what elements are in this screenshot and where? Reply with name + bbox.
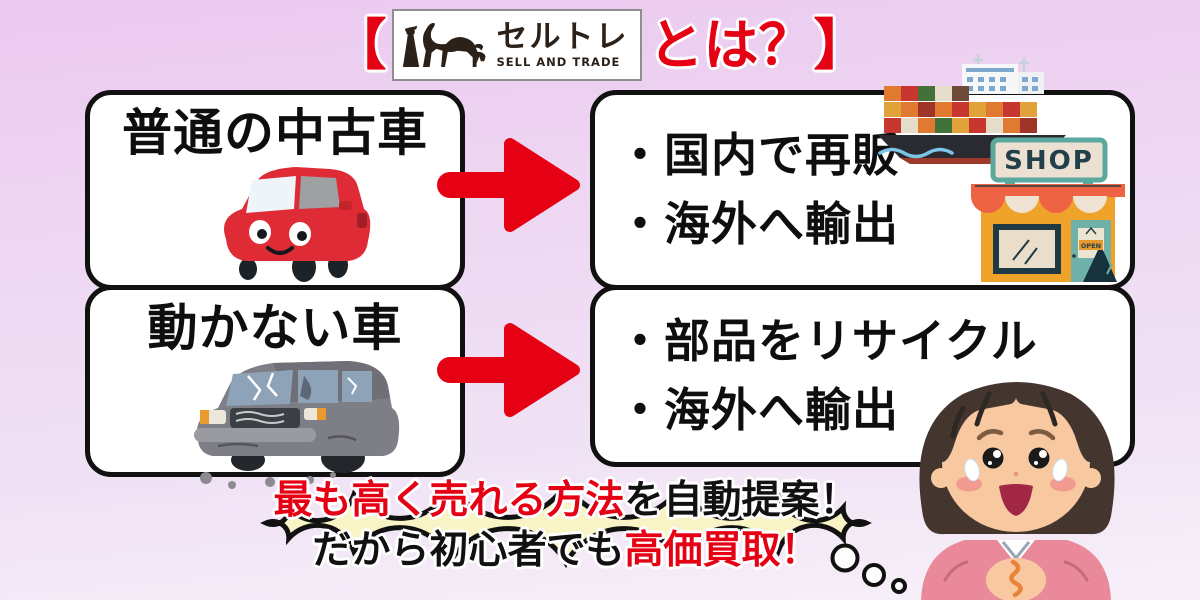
arrow-right-icon — [437, 138, 580, 232]
thought-bubble: 最も高く売れる方法を自動提案！ だから初心者でも高価買取！ — [222, 443, 910, 600]
bubble-text-line2: だから初心者でも高価買取！ — [222, 531, 910, 570]
logo-wordmark: セルトレ SELL AND TRADE — [496, 18, 629, 69]
broken-car-illustration — [194, 361, 400, 489]
title-suffix: とは？】 — [648, 17, 868, 73]
bubble-highlight: 最も高く売れる方法 — [273, 478, 625, 523]
bullet-item: ・海外へ輸出 — [617, 197, 899, 251]
shop-illustration: SHOP OPEN — [971, 137, 1125, 282]
shop-sign-text: SHOP — [1004, 146, 1094, 176]
happy-crying-woman-illustration — [919, 382, 1115, 600]
logo-subtitle: SELL AND TRADE — [496, 54, 621, 69]
title-suffix-text: とは？ — [648, 12, 814, 77]
page-title: 【 セルトレ SELL AND TRADE とは？】 — [0, 6, 1200, 84]
thought-bubble-trail — [830, 543, 907, 594]
red-car-illustration — [224, 167, 371, 282]
bubble-highlight: 高価買取！ — [624, 528, 820, 573]
flow-box-recycle: ・部品をリサイクル ・海外へ輸出 — [590, 285, 1135, 467]
flow-box-broken-car: 動かない車 — [85, 285, 465, 489]
bullet-item: ・国内で再販 — [617, 128, 899, 183]
bubble-text-line1: 最も高く売れる方法を自動提案！ — [222, 481, 910, 520]
bullet-item: ・海外へ輸出 — [617, 383, 899, 437]
flow-box-normal-car: 普通の中古車 — [85, 90, 465, 290]
camel-logo-icon — [403, 22, 487, 68]
title-bracket-close: 】 — [813, 12, 869, 77]
bubble-plain: を自動提案！ — [624, 478, 859, 523]
box-label-broken-car: 動かない車 — [147, 299, 403, 357]
arrow-right-icon — [437, 323, 580, 417]
logo-brand-name: セルトレ — [496, 18, 629, 55]
bullet-item: ・部品をリサイクル — [617, 314, 1038, 369]
title-bracket-open: 【 — [331, 12, 387, 77]
box-label-normal-car: 普通の中古車 — [122, 104, 428, 162]
open-sign-text: OPEN — [1081, 242, 1101, 250]
seltore-logo: セルトレ SELL AND TRADE — [392, 9, 643, 81]
bubble-plain: だから初心者でも — [312, 528, 625, 573]
thought-bubble-cloud — [260, 477, 872, 569]
